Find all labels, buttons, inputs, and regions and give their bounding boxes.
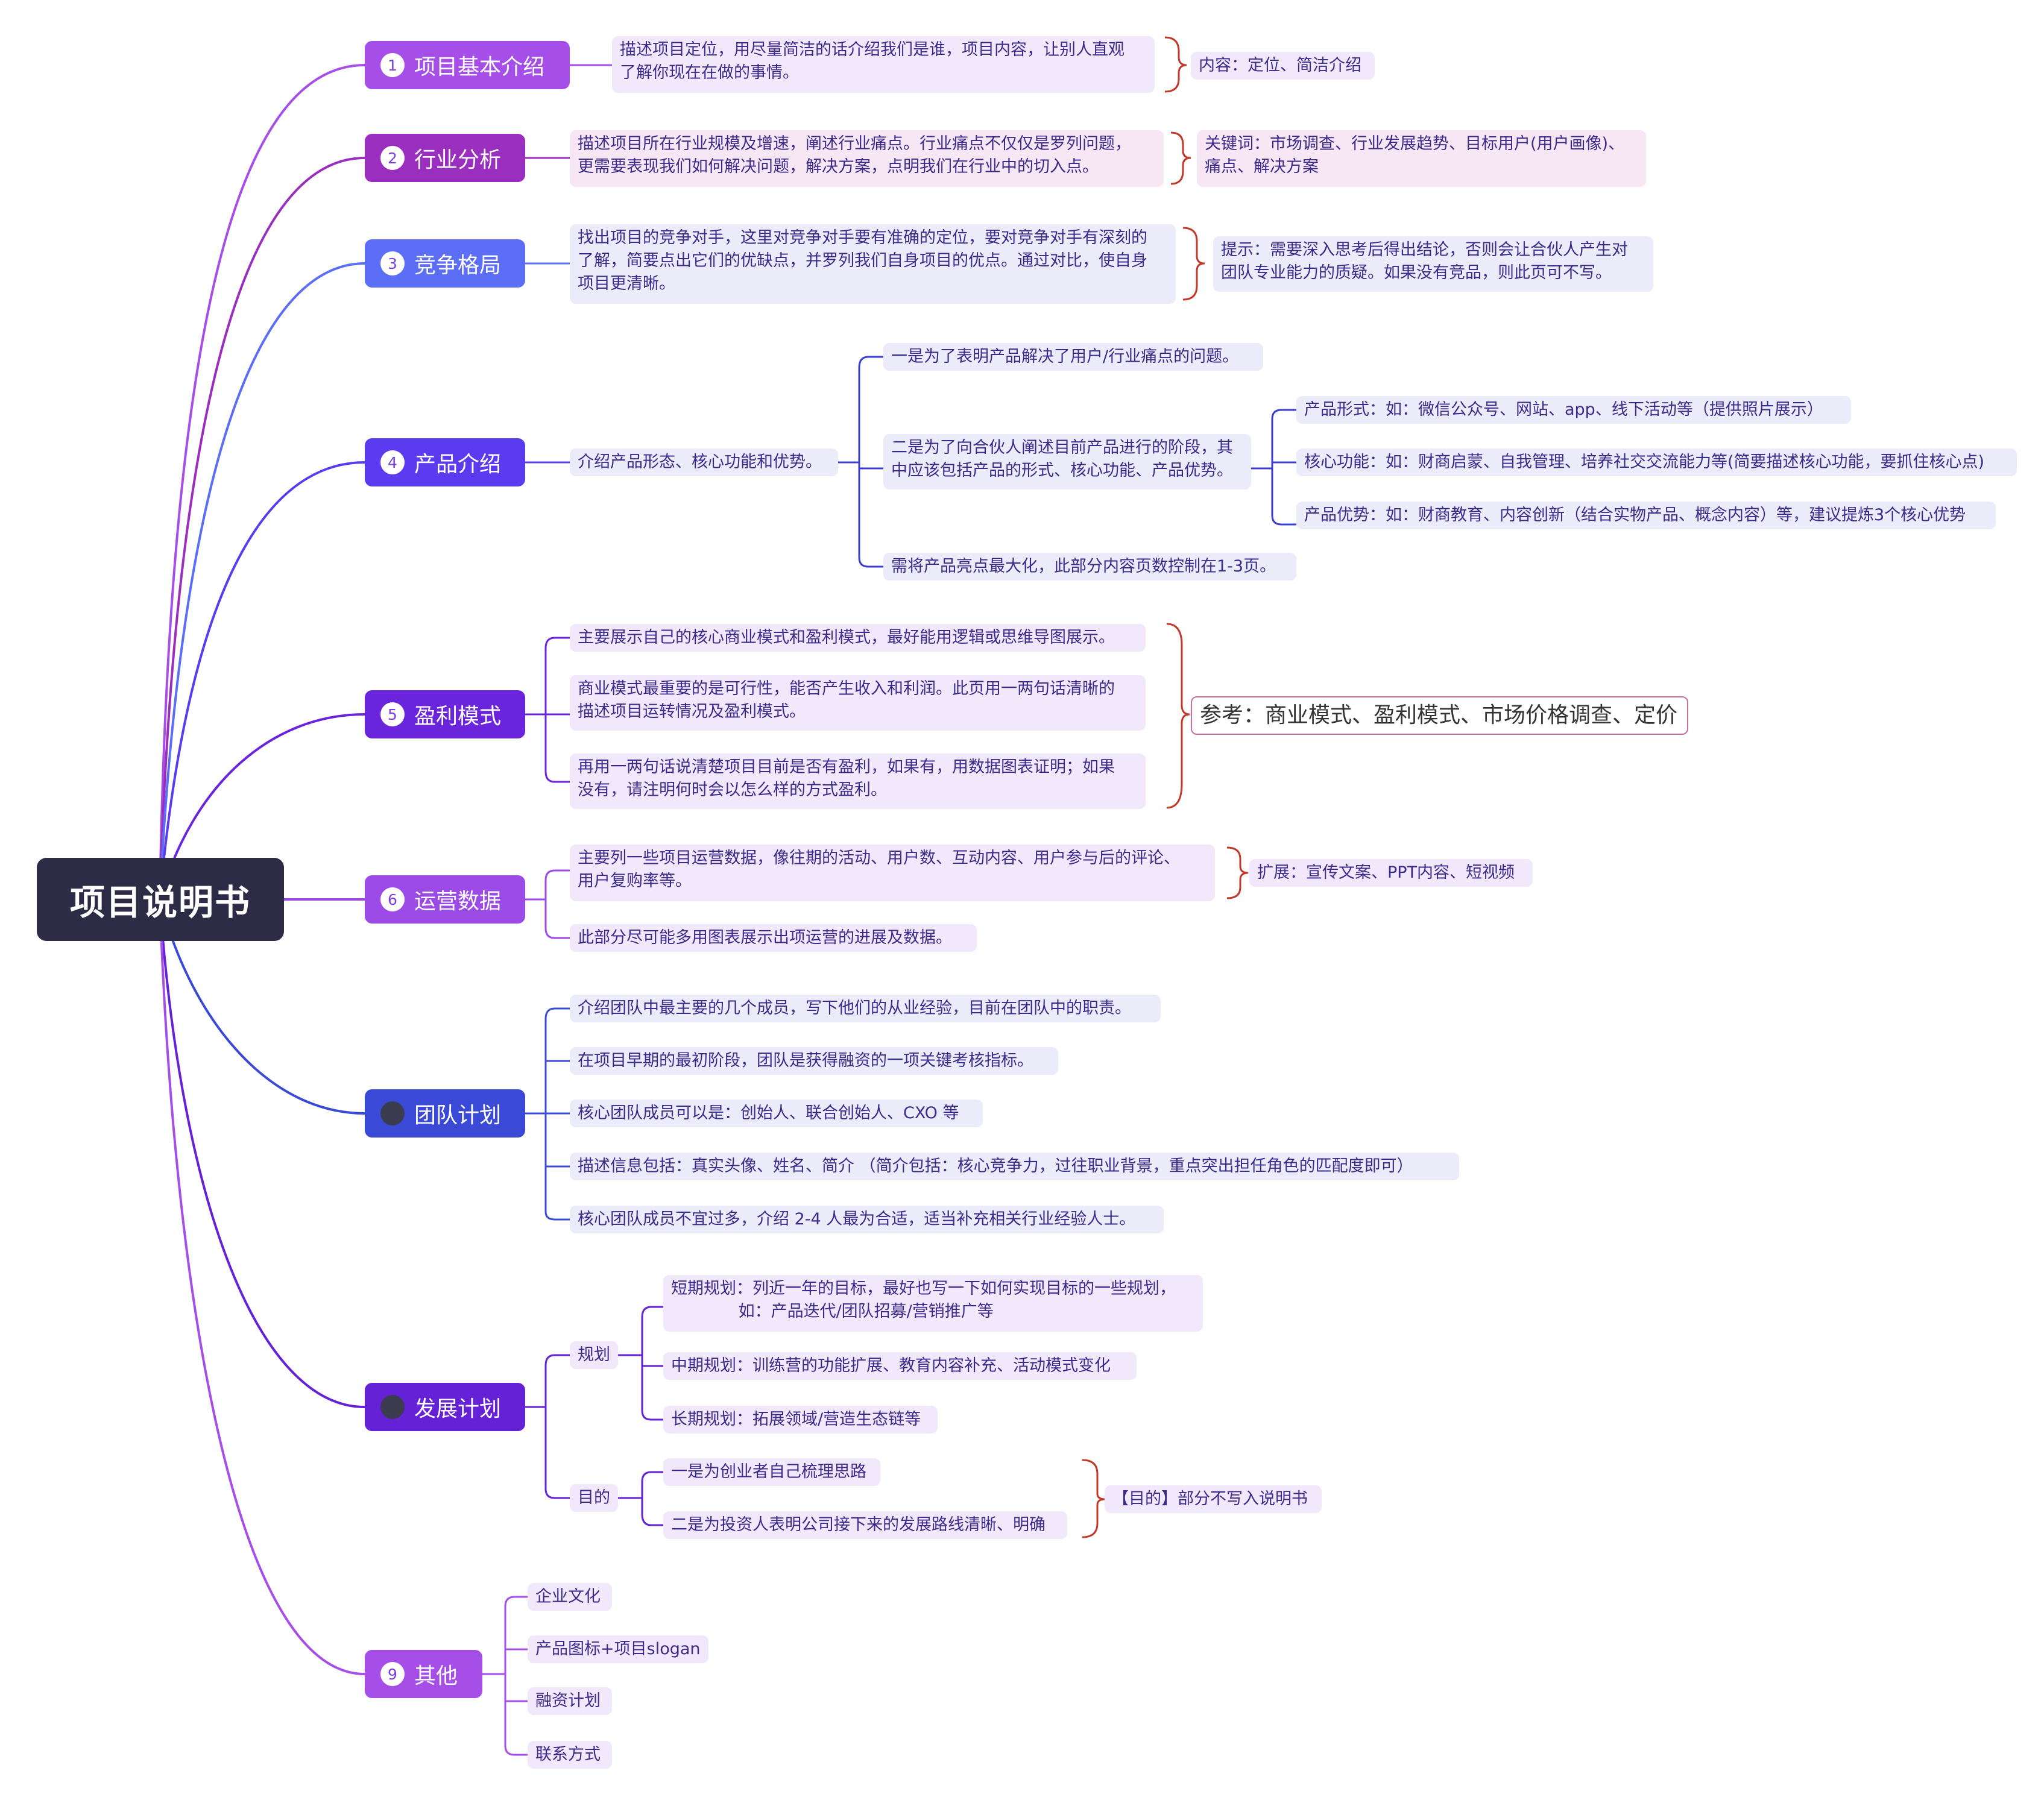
b7-item-4: 描述信息包括：真实头像、姓名、简介 （简介包括：核心竞争力，过往职业背景，重点突… <box>570 1153 1459 1180</box>
branch-label: 行业分析 <box>414 148 502 172</box>
connector-root-b9 <box>159 899 365 1675</box>
b5-item-2: 商业模式最重要的是可行性，能否产生收入和利润。此页用一两句话清晰的 描述项目运转… <box>570 675 1146 731</box>
b8-goal-2: 二是为投资人表明公司接下来的发展路线清晰、明确 <box>663 1511 1067 1539</box>
branch-label: 团队计划 <box>414 1103 502 1128</box>
number-badge: 4 <box>380 450 405 474</box>
brace-b3 <box>1182 227 1205 301</box>
b7-item-3: 核心团队成员可以是：创始人、联合创始人、CXO 等 <box>570 1100 983 1127</box>
b1-note: 内容：定位、简洁介绍 <box>1191 52 1375 80</box>
branch-project-intro[interactable]: 1 项目基本介绍 <box>365 41 570 89</box>
number-badge: 5 <box>380 702 405 726</box>
brace-b5 <box>1166 623 1190 809</box>
number-badge: 9 <box>380 1662 405 1686</box>
branch-label: 产品介绍 <box>414 452 502 477</box>
b3-note: 提示：需要深入思考后得出结论，否则会让合伙人产生对 团队专业能力的质疑。如果没有… <box>1213 236 1653 292</box>
number-badge: 8 <box>380 1395 405 1419</box>
b2-desc: 描述项目所在行业规模及增速，阐述行业痛点。行业痛点不仅仅是罗列问题， 更需要表现… <box>570 130 1164 187</box>
b9-logo-slogan: 产品图标+项目slogan <box>528 1635 708 1663</box>
connector-root-b2 <box>159 157 365 900</box>
b8-goal-1: 一是为创业者自己梳理思路 <box>663 1458 880 1486</box>
branch-label: 竞争格局 <box>414 253 502 278</box>
brace-b8 <box>1082 1459 1106 1538</box>
b4-point-2: 二是为了向合伙人阐述目前产品进行的阶段，其 中应该包括产品的形式、核心功能、产品… <box>883 434 1251 489</box>
connector-root-b8 <box>159 899 365 1408</box>
number-badge: 6 <box>380 887 405 911</box>
b4-sub-core-function: 核心功能：如：财商启蒙、自我管理、培养社交交流能力等(简要描述核心功能，要抓住核… <box>1296 448 2017 476</box>
b4-point-1: 一是为了表明产品解决了用户/行业痛点的问题。 <box>883 343 1263 371</box>
b8-plan-long: 长期规划：拓展领域/营造生态链等 <box>663 1406 938 1434</box>
branch-label: 盈利模式 <box>414 704 502 729</box>
b4-sub-form: 产品形式：如：微信公众号、网站、app、线下活动等（提供照片展示） <box>1296 396 1851 424</box>
brace-b2 <box>1170 131 1191 185</box>
b7-item-1: 介绍团队中最主要的几个成员，写下他们的从业经验，目前在团队中的职责。 <box>570 995 1161 1022</box>
b6-item-2: 此部分尽可能多用图表展示出项运营的进展及数据。 <box>570 924 977 952</box>
connector-root-b4 <box>159 461 365 900</box>
branch-industry-analysis[interactable]: 2 行业分析 <box>365 134 525 182</box>
b8-goal: 目的 <box>570 1484 618 1512</box>
connector-root-b3 <box>159 262 365 900</box>
b6-note: 扩展：宣传文案、PPT内容、短视频 <box>1249 859 1533 887</box>
b8-plan-mid: 中期规划：训练营的功能扩展、教育内容补充、活动模式变化 <box>663 1352 1137 1380</box>
connector-root-b1 <box>159 64 365 900</box>
b7-item-2: 在项目早期的最初阶段，团队是获得融资的一项关键考核指标。 <box>570 1047 1058 1075</box>
number-badge: 2 <box>380 146 405 170</box>
branch-label: 项目基本介绍 <box>414 55 545 80</box>
connector-root-b5 <box>159 713 365 900</box>
brace-b1 <box>1164 36 1187 93</box>
branch-team-plan[interactable]: 7 团队计划 <box>365 1089 525 1138</box>
b3-desc: 找出项目的竞争对手，这里对竞争对手要有准确的定位，要对竞争对手有深刻的 了解，简… <box>570 224 1176 304</box>
b9-culture: 企业文化 <box>528 1583 612 1611</box>
branch-competition[interactable]: 3 竞争格局 <box>365 239 525 288</box>
b9-contact: 联系方式 <box>528 1741 612 1769</box>
b7-item-5: 核心团队成员不宜过多，介绍 2-4 人最为合适，适当补充相关行业经验人士。 <box>570 1206 1164 1233</box>
b5-reference: 参考：商业模式、盈利模式、市场价格调查、定价 <box>1191 696 1688 735</box>
connector-root-b7 <box>159 899 365 1115</box>
branch-label: 其他 <box>414 1664 458 1688</box>
branch-profit-model[interactable]: 5 盈利模式 <box>365 690 525 738</box>
branch-operation-data[interactable]: 6 运营数据 <box>365 875 525 924</box>
brace-b6 <box>1226 846 1249 899</box>
branch-label: 发展计划 <box>414 1397 502 1421</box>
branch-product-intro[interactable]: 4 产品介绍 <box>365 438 525 486</box>
branch-label: 运营数据 <box>414 889 502 914</box>
b4-sub-advantage: 产品优势：如：财商教育、内容创新（结合实物产品、概念内容）等，建议提炼3个核心优… <box>1296 502 1996 529</box>
b4-point-3: 需将产品亮点最大化，此部分内容页数控制在1-3页。 <box>883 553 1296 581</box>
b4-desc: 介绍产品形态、核心功能和优势。 <box>570 448 838 476</box>
b5-item-3: 再用一两句话说清楚项目目前是否有盈利，如果有，用数据图表证明；如果 没有，请注明… <box>570 754 1146 809</box>
number-badge: 3 <box>380 251 405 275</box>
branch-development-plan[interactable]: 8 发展计划 <box>365 1383 525 1431</box>
b2-note: 关键词：市场调查、行业发展趋势、目标用户(用户画像)、 痛点、解决方案 <box>1197 130 1646 187</box>
b8-plan-short: 短期规划：列近一年的目标，最好也写一下如何实现目标的一些规划， 如：产品迭代/团… <box>663 1275 1203 1332</box>
root-node[interactable]: 项目说明书 <box>37 858 284 941</box>
branch-other[interactable]: 9 其他 <box>365 1650 482 1698</box>
number-badge: 1 <box>380 53 405 77</box>
b6-item-1: 主要列一些项目运营数据，像往期的活动、用户数、互动内容、用户参与后的评论、 用户… <box>570 845 1215 901</box>
number-badge: 7 <box>380 1101 405 1125</box>
b1-desc: 描述项目定位，用尽量简洁的话介绍我们是谁，项目内容，让别人直观 了解你现在在做的… <box>612 36 1155 93</box>
b9-financing: 融资计划 <box>528 1687 612 1715</box>
b5-item-1: 主要展示自己的核心商业模式和盈利模式，最好能用逻辑或思维导图展示。 <box>570 624 1146 652</box>
b8-note: 【目的】部分不写入说明书 <box>1105 1485 1322 1513</box>
b8-plan: 规划 <box>570 1341 618 1369</box>
